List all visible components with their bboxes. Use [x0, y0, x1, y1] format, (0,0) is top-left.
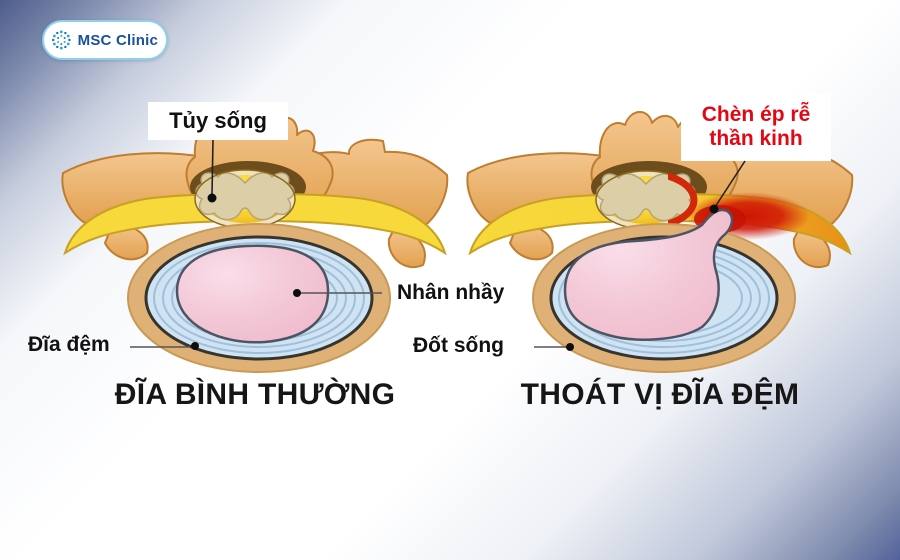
gray-matter-butterfly — [195, 172, 295, 221]
logo-text: MSC Clinic — [77, 31, 158, 49]
caption-herniated-disc: THOÁT VỊ ĐĨA ĐỆM — [520, 378, 800, 411]
nerve-band — [63, 192, 447, 256]
nucleus-pulposus — [175, 244, 330, 344]
gray-matter-butterfly — [596, 173, 696, 222]
label-nucleus-pulposus: Nhân nhầy — [397, 281, 505, 304]
diagram-normal-disc — [61, 111, 449, 373]
spinal-cord — [194, 169, 296, 229]
msc-clinic-logo: MSC Clinic — [42, 20, 168, 60]
label-spinal-cord-text: Tủy sống — [169, 108, 267, 134]
logo-cell-icon — [52, 30, 71, 50]
label-nerve-root-compression: Chèn ép rễ thần kinh — [681, 93, 831, 161]
label-vertebra: Đốt sống — [413, 334, 504, 357]
label-spinal-cord: Tủy sống — [148, 102, 288, 140]
disc — [127, 223, 391, 373]
cord-inflamed-edge — [668, 172, 698, 228]
disc — [532, 208, 796, 373]
label-nerve-compression-line1: Chèn ép rễ — [701, 102, 811, 126]
herniated-nucleus — [563, 208, 734, 341]
label-nerve-compression-line2: thần kinh — [709, 127, 803, 150]
label-disc: Đĩa đệm — [28, 333, 110, 356]
caption-normal-disc: ĐĨA BÌNH THƯỜNG — [114, 378, 396, 411]
spinal-cord — [595, 170, 698, 230]
